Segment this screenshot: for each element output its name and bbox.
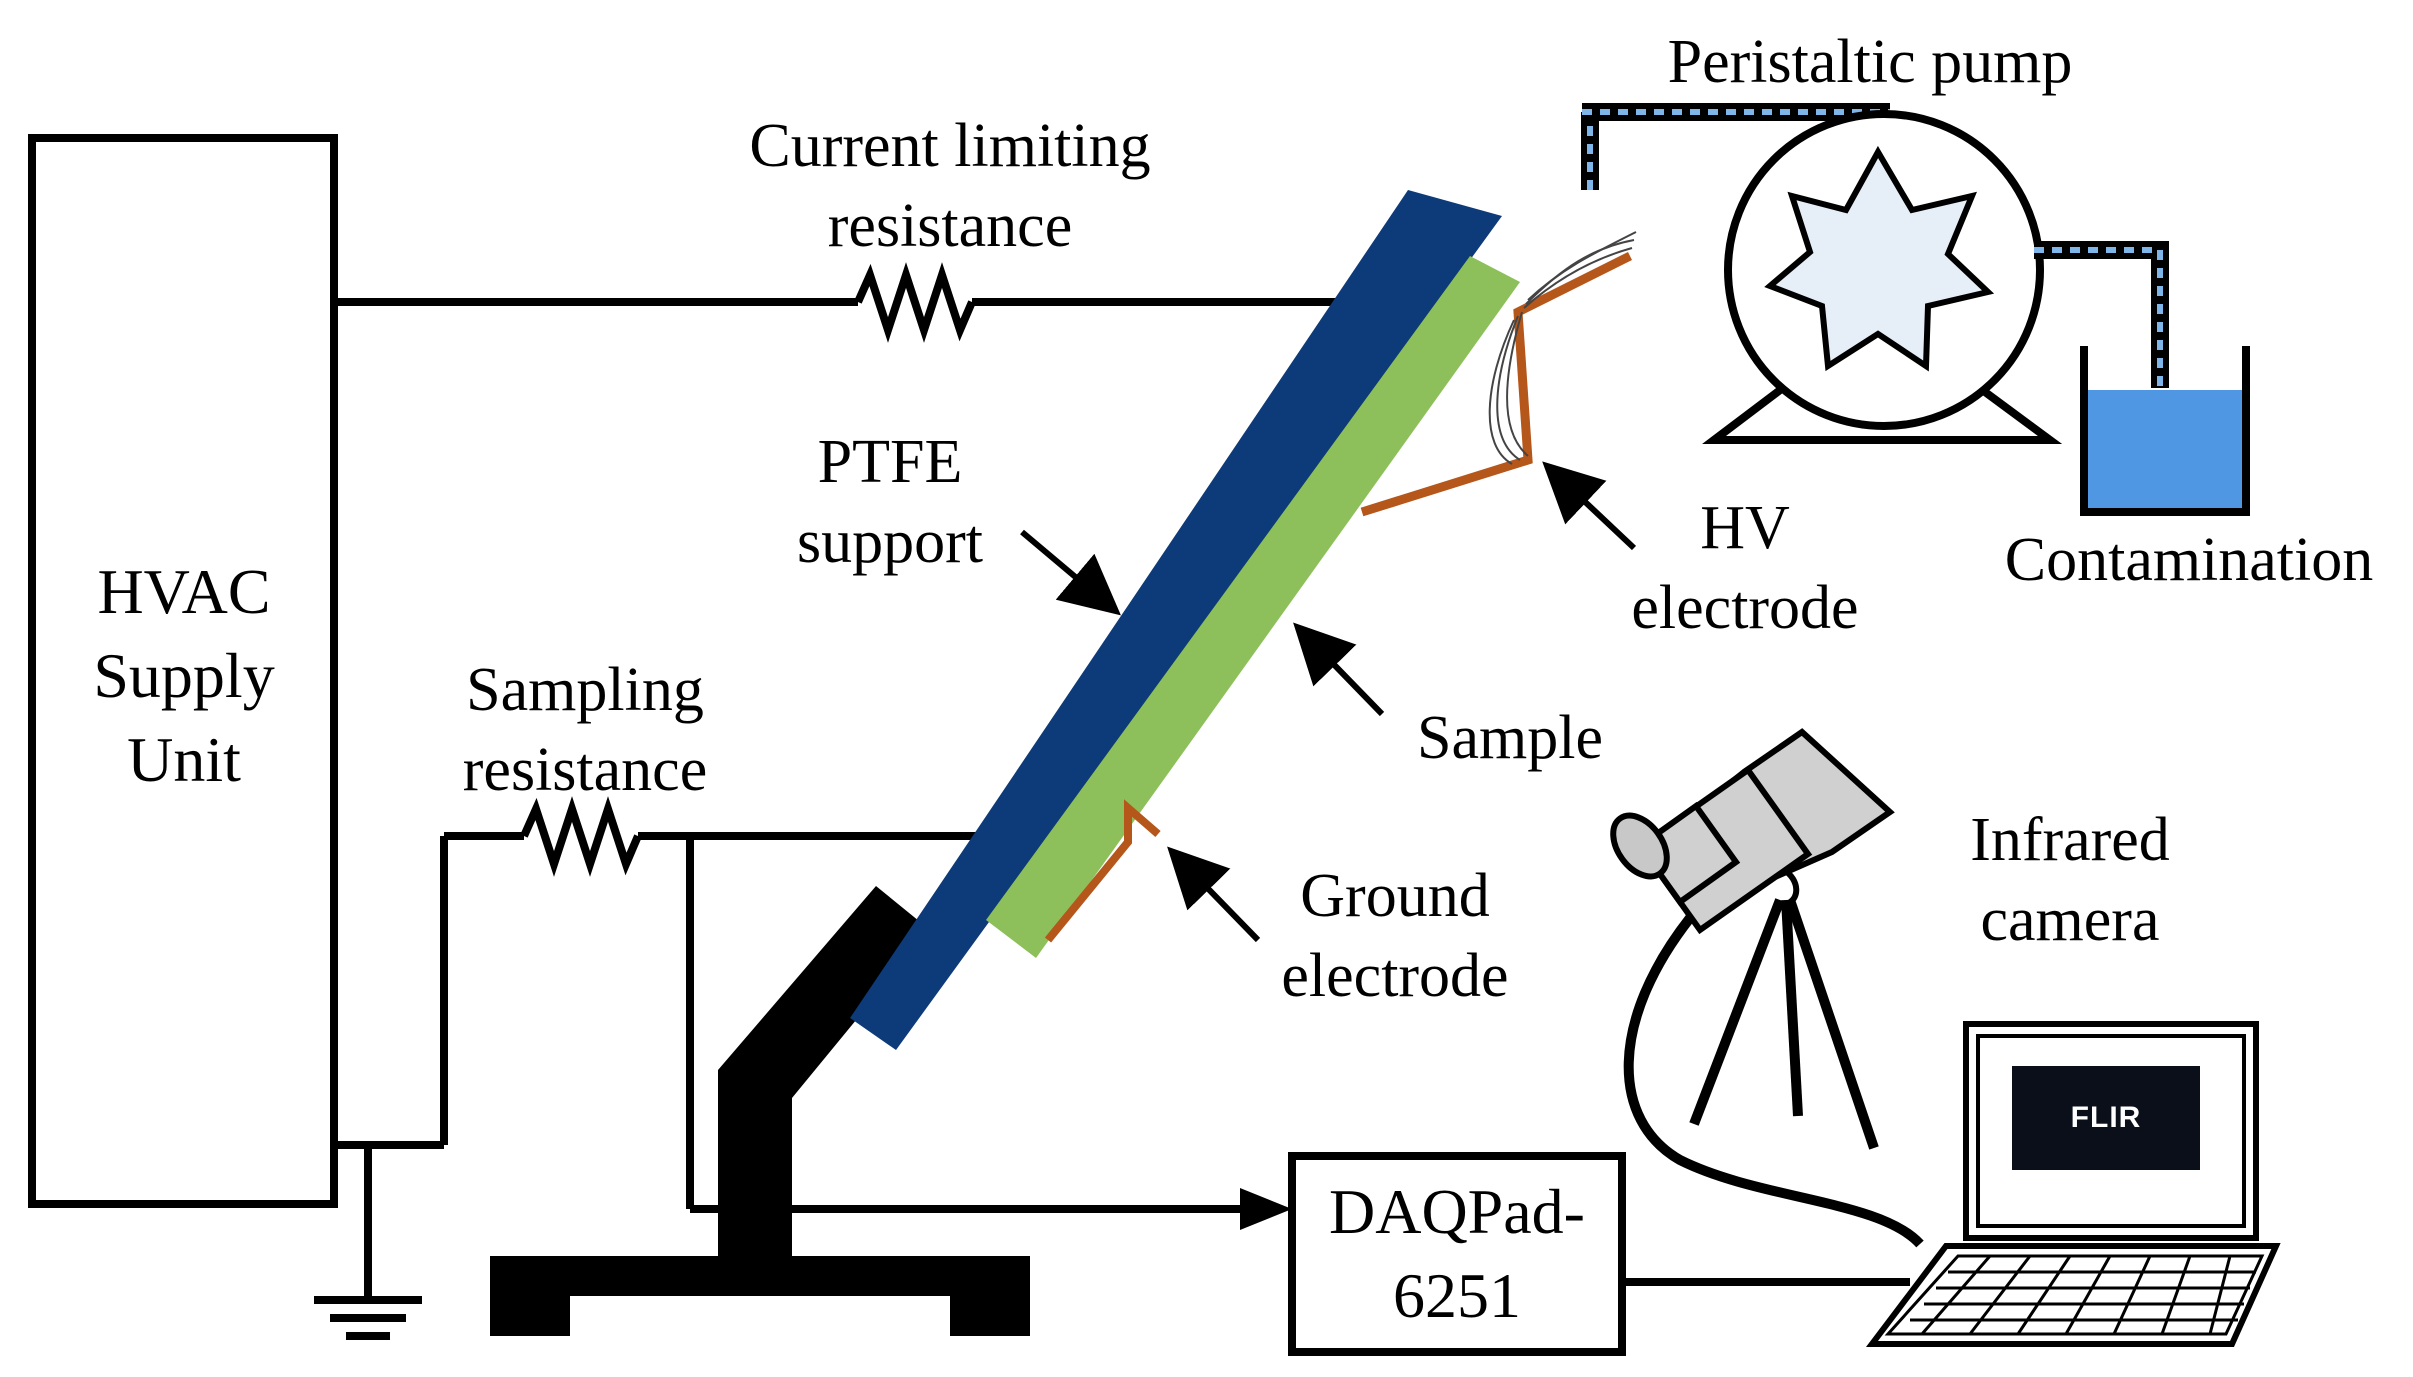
hv-electrode (1360, 251, 1633, 517)
current-limiting-label: Current limiting resistance (710, 106, 1190, 266)
ptfe-line-2: support (797, 508, 983, 576)
daq-box (1288, 1152, 1626, 1356)
ground-electrode-label: Ground electrode (1250, 856, 1540, 1016)
ptfe-support (850, 190, 1502, 1050)
contamination-strands (1488, 231, 1637, 465)
daq-label: DAQPad- 6251 (1296, 1170, 1618, 1338)
daq-line-2: 6251 (1393, 1260, 1521, 1331)
resistor-icon (854, 262, 976, 343)
current-limiting-line-1: Current limiting (749, 112, 1151, 180)
peristaltic-pump-text: Peristaltic pump (1667, 28, 2073, 96)
hv-line-1: HV (1700, 494, 1790, 562)
ptfe-arrow (1020, 529, 1121, 616)
arrow-icon (1240, 1188, 1292, 1230)
current-limiting-line-2: resistance (827, 192, 1073, 260)
hv-electrode-arrow (1542, 461, 1637, 551)
hv-line-2: electrode (1631, 574, 1859, 642)
resistor-icon (520, 796, 642, 877)
ground-icon (314, 1145, 422, 1340)
sample-arrow (1293, 622, 1385, 717)
daq-line-1: DAQPad- (1329, 1176, 1585, 1247)
ptfe-line-1: PTFE (817, 428, 963, 496)
flir-logo: FLIR (2012, 1066, 2200, 1170)
sample-label: Sample (1390, 698, 1630, 778)
camera-icon (1610, 728, 1924, 1248)
contamination-text: Contamination (2004, 526, 2374, 594)
sample-bar (986, 256, 1520, 958)
sampling-resistance-label: Sampling resistance (420, 650, 750, 810)
hvac-line-3: Unit (127, 724, 241, 795)
infrared-line-2: camera (1980, 886, 2160, 954)
sample-text: Sample (1417, 704, 1603, 772)
sampling-line-1: Sampling (466, 656, 704, 724)
pump-icon (1581, 103, 2169, 444)
top-wire (334, 262, 1382, 343)
contamination-label: Contamination (1974, 520, 2404, 600)
infrared-camera-label: Infrared camera (1930, 800, 2210, 960)
ground-electrode-arrow (1167, 846, 1261, 943)
hvac-supply-box (28, 134, 338, 1208)
infrared-line-1: Infrared (1970, 806, 2170, 874)
hvac-line-1: HVAC (97, 556, 271, 627)
ground-line-1: Ground (1300, 862, 1490, 930)
beaker-icon (2080, 346, 2250, 516)
hvac-line-2: Supply (93, 640, 275, 711)
hv-electrode-label: HV electrode (1600, 488, 1890, 648)
ground-electrode (1044, 799, 1161, 943)
ptfe-support-label: PTFE support (770, 422, 1010, 582)
ground-line-2: electrode (1281, 942, 1509, 1010)
hvac-label: HVAC Supply Unit (60, 550, 308, 802)
sampling-line-2: resistance (462, 736, 708, 804)
peristaltic-pump-label: Peristaltic pump (1630, 22, 2110, 102)
